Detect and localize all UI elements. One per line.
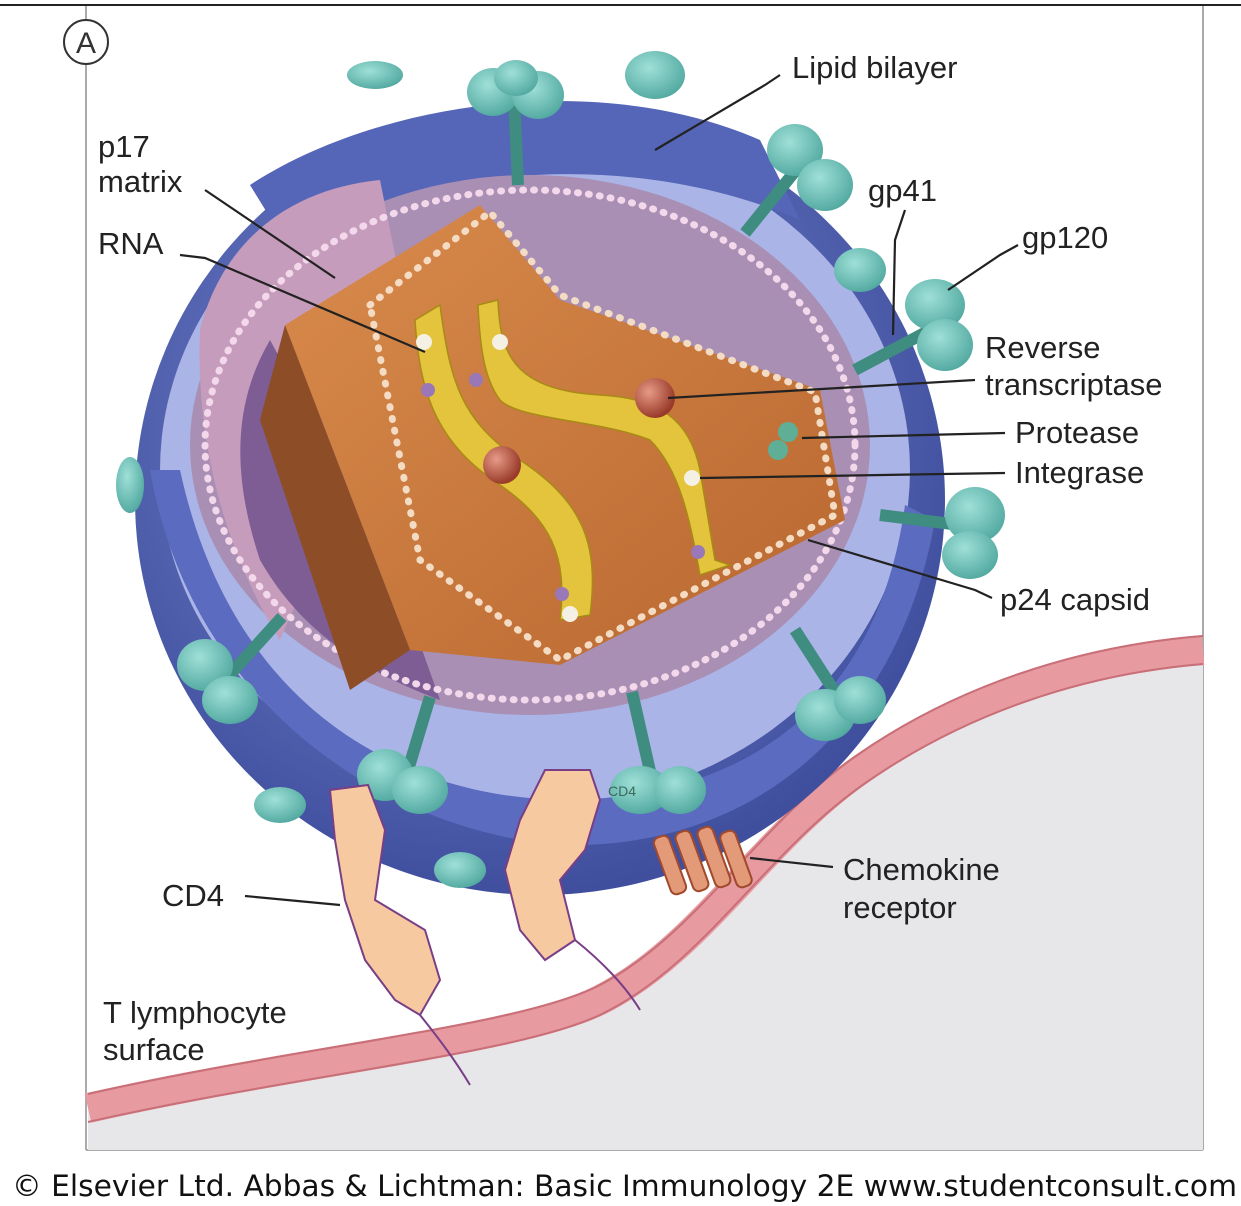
label-reverse-line1: Reverse (985, 330, 1100, 365)
label-lipid-bilayer: Lipid bilayer (792, 50, 957, 85)
panel-badge-letter: A (76, 27, 96, 60)
label-gp120: gp120 (1022, 220, 1108, 255)
integrase-molecule-3 (492, 334, 508, 350)
label-gp41: gp41 (868, 173, 937, 208)
label-p17-line1: p17 (98, 129, 150, 164)
label-reverse-line2: transcriptase (985, 367, 1162, 402)
integrase-molecule (684, 470, 700, 486)
protease-molecule (778, 422, 798, 442)
label-integrase: Integrase (1015, 455, 1144, 490)
spike-free-1 (625, 51, 685, 99)
label-t-lymphocyte-line1: T lymphocyte (103, 995, 287, 1030)
spike-free-6 (434, 852, 486, 888)
spike-free-2 (347, 61, 403, 89)
panel-badge: A (64, 20, 108, 64)
spike-free-4 (116, 457, 144, 513)
label-protease: Protease (1015, 415, 1139, 450)
copyright-caption: © Elsevier Ltd. Abbas & Lichtman: Basic … (12, 1169, 1237, 1203)
label-cd4: CD4 (162, 878, 224, 913)
label-p24-capsid: p24 capsid (1000, 582, 1150, 617)
label-p17-line2: matrix (98, 164, 183, 199)
label-t-lymphocyte-line2: surface (103, 1032, 205, 1067)
protease-molecule-2 (768, 440, 788, 460)
label-chemokine-line2: receptor (843, 890, 957, 925)
integrase-molecule-4 (562, 606, 578, 622)
label-rna: RNA (98, 226, 164, 261)
integrase-molecule-2 (416, 334, 432, 350)
spike-free-3 (834, 248, 886, 292)
label-cd4-tag: CD4 (608, 783, 636, 799)
reverse-transcriptase-molecule-2 (483, 446, 521, 484)
spike-free-5 (254, 787, 306, 823)
label-chemokine-line1: Chemokine (843, 852, 1000, 887)
